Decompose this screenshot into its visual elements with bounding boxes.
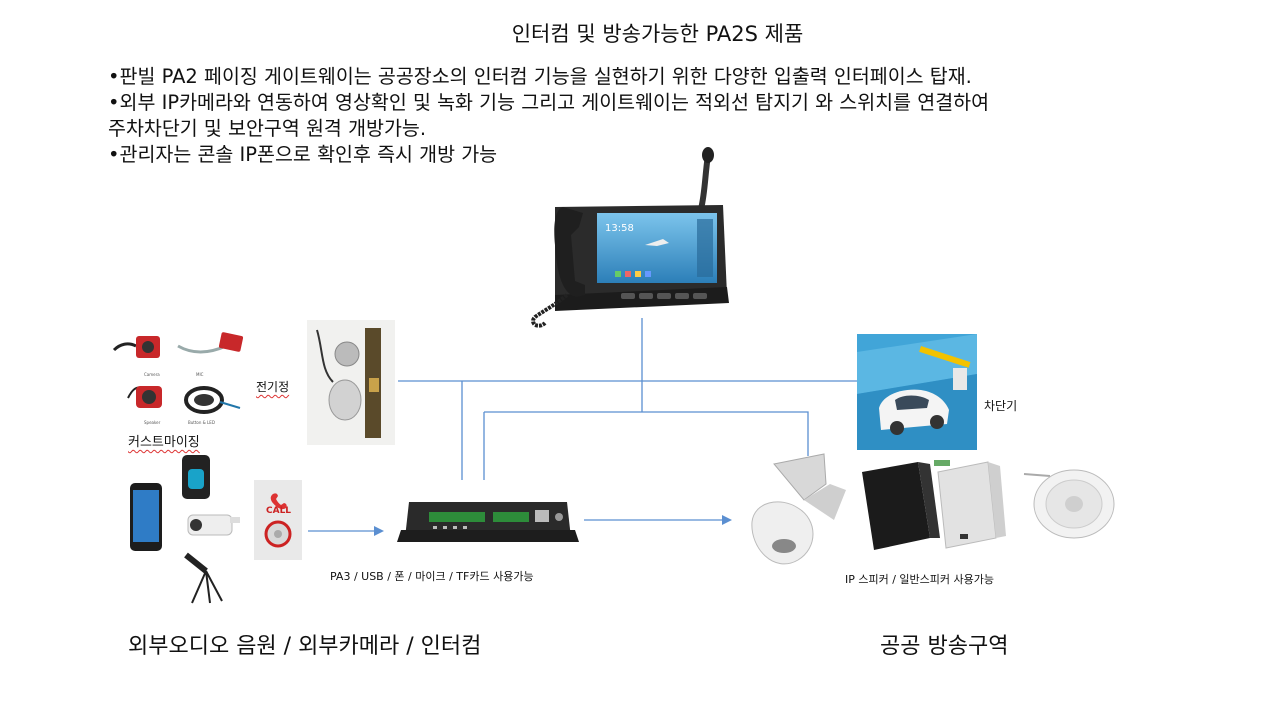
button-module-icon: [184, 386, 224, 414]
coiled-cord: [531, 293, 569, 328]
terminal-block-2: [493, 512, 529, 522]
console-ip-phone: 13:58: [531, 147, 729, 328]
door-lock-label: 전기정: [256, 380, 290, 394]
barrier-arm: [919, 346, 971, 368]
barrier-label: 차단기: [984, 399, 1018, 413]
ethernet-port-icon: [535, 510, 549, 522]
left-group-label: 외부오디오 음원 / 외부카메라 / 인터컴: [128, 634, 482, 659]
handset: [554, 207, 585, 297]
camera-tag: Camera: [144, 372, 160, 377]
call-label: CALL: [266, 506, 292, 516]
speaker-caption: IP 스피커 / 일반스피커 사용가능: [845, 573, 995, 586]
ceiling-speaker-icon: [1023, 469, 1115, 539]
mic-head: [702, 147, 714, 163]
paging-gateway-device: [397, 502, 579, 542]
parking-barrier-image: [857, 334, 977, 450]
door-lock-image: [307, 320, 395, 445]
bullet-4: •관리자는 콘솔 IP폰으로 확인후 즉시 개방 가능: [108, 143, 498, 166]
inner-bus-line: [484, 411, 809, 456]
black-box-speaker-icon: [862, 462, 940, 550]
custom-modules-group: Camera MIC Speaker Button & LED: [108, 328, 248, 432]
speaker-tag: Speaker: [144, 420, 161, 425]
speakers-group: [751, 453, 1115, 565]
button-led-tag: Button & LED: [188, 420, 215, 425]
diagram-title: 인터컴 및 방송가능한 PA2S 제품: [511, 22, 804, 46]
bird-icon: [645, 239, 669, 246]
mic-tag: MIC: [196, 372, 204, 377]
customizing-label: 커스트마이징: [128, 435, 200, 450]
bullet-2: •외부 IP카메라와 연동하여 영상확인 및 녹화 기능 그리고 게이트웨이는 …: [108, 91, 990, 114]
screen-clock: 13:58: [605, 223, 634, 234]
gateway-caption: PA3 / USB / 폰 / 마이크 / TF카드 사용가능: [330, 570, 534, 583]
bullet-1: •판빌 PA2 페이징 게이트웨이는 공공장소의 인터컴 기능을 실현하기 위한…: [108, 65, 972, 88]
bullet-3: 주차차단기 및 보안구역 원격 개방가능.: [108, 117, 427, 140]
mic-module-icon: [218, 332, 244, 352]
terminal-block-1: [429, 512, 485, 522]
barrier-post: [953, 368, 967, 390]
phone-keys: [621, 293, 707, 299]
grey-box-speaker-icon: [934, 460, 1006, 549]
power-jack-icon: [555, 513, 563, 521]
output-arrowhead: [722, 515, 732, 525]
phone-glyph-icon: [270, 493, 287, 510]
input-arrowhead: [374, 526, 384, 536]
tripod-mic-icon: [184, 552, 208, 574]
right-group-label: 공공 방송구역: [880, 634, 1009, 659]
gooseneck-mic: [698, 154, 711, 210]
external-devices-group: [126, 455, 246, 605]
call-button-panel: CALL: [254, 480, 302, 560]
horn-speaker-icon: [751, 453, 846, 565]
